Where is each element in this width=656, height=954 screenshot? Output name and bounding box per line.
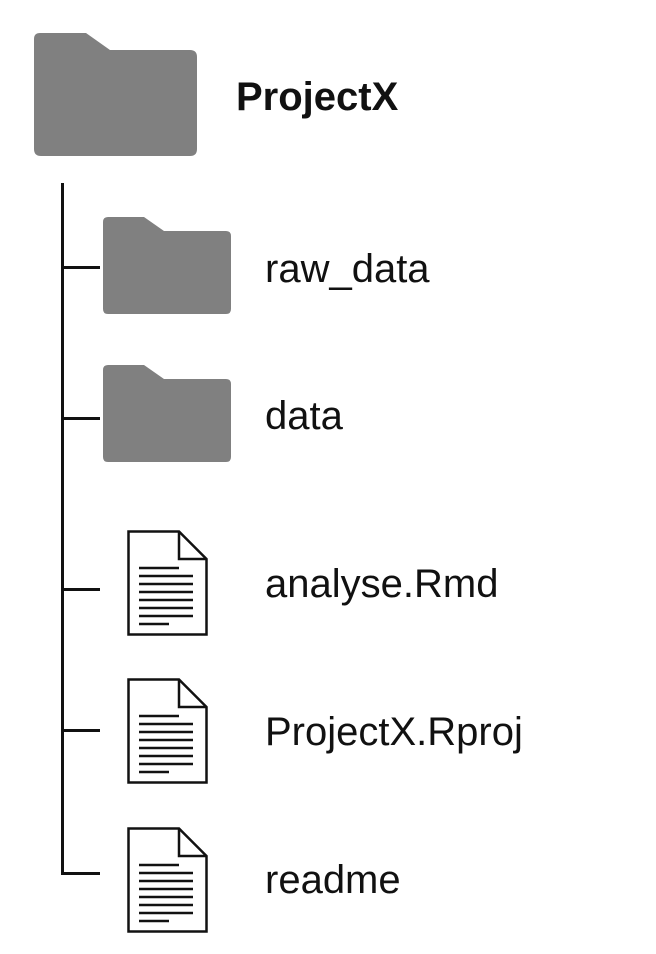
tree-item-label: data bbox=[265, 394, 343, 438]
folder-icon bbox=[103, 217, 232, 315]
tree-item-label: analyse.Rmd bbox=[265, 562, 499, 606]
tree-branch-line bbox=[61, 588, 100, 591]
file-document-icon bbox=[127, 530, 208, 636]
file-document-icon bbox=[127, 678, 208, 784]
tree-item-label: ProjectX.Rproj bbox=[265, 710, 523, 754]
tree-item-label: raw_data bbox=[265, 247, 430, 291]
tree-branch-line bbox=[61, 729, 100, 732]
folder-icon bbox=[103, 365, 232, 463]
tree-item-label: readme bbox=[265, 858, 401, 902]
tree-branch-line bbox=[61, 266, 100, 269]
tree-trunk-line bbox=[61, 183, 64, 875]
tree-branch-line bbox=[61, 872, 100, 875]
file-document-icon bbox=[127, 827, 208, 933]
folder-icon bbox=[34, 33, 198, 157]
tree-branch-line bbox=[61, 417, 100, 420]
root-folder-label: ProjectX bbox=[236, 75, 399, 119]
